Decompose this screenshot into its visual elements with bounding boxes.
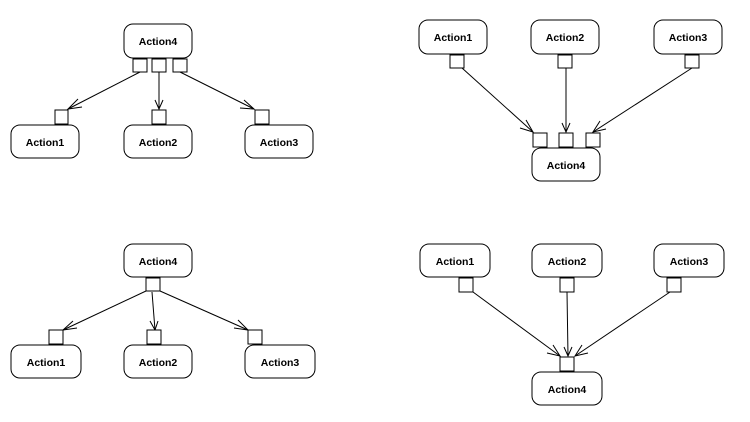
- edge-action3-to-action4: [574, 291, 671, 357]
- action-label: Action2: [139, 137, 178, 149]
- arrowhead: [591, 120, 607, 133]
- output-pin[interactable]: [559, 277, 575, 293]
- output-pin[interactable]: [449, 54, 465, 69]
- output-pin[interactable]: [557, 54, 573, 69]
- edge-action4-to-action2: [151, 291, 156, 331]
- action-node-action1[interactable]: Action1: [10, 344, 82, 379]
- action-label: Action2: [546, 32, 585, 44]
- diagram-join-with-pins: Action1 Action2 Action3 Action4: [418, 19, 723, 182]
- arrowhead: [561, 122, 571, 134]
- arrowhead: [61, 320, 78, 331]
- arrowhead: [573, 344, 589, 357]
- action-node-action1[interactable]: Action1: [10, 124, 80, 159]
- action-label: Action2: [139, 357, 178, 369]
- diagram-fork-with-pins: Action4 Action1 Action2 Action3: [10, 23, 314, 159]
- input-pin[interactable]: [254, 109, 270, 125]
- action-label: Action1: [434, 32, 473, 44]
- edge-action4-to-action3: [159, 290, 249, 331]
- arrowhead: [66, 98, 83, 110]
- action-label: Action4: [139, 256, 178, 268]
- input-pin[interactable]: [247, 329, 263, 345]
- diagram-fork-single-pin: Action4 Action1 Action2 Action3: [10, 243, 316, 379]
- action-node-action4[interactable]: Action4: [123, 243, 193, 278]
- arrowhead: [154, 99, 164, 111]
- action-label: Action1: [26, 137, 65, 149]
- edge-action1-to-action4: [472, 291, 561, 357]
- action-label: Action4: [139, 36, 178, 48]
- action-label: Action3: [260, 137, 299, 149]
- action-label: Action1: [27, 357, 66, 369]
- diagram-join-single-pin: Action1 Action2 Action3 Action4: [419, 243, 725, 406]
- edge-action4-to-action1: [67, 71, 141, 110]
- action-label: Action3: [670, 256, 709, 268]
- input-pin[interactable]: [559, 356, 575, 372]
- action-label: Action1: [436, 256, 475, 268]
- input-pin[interactable]: [532, 132, 548, 148]
- edge-action4-to-action1: [62, 290, 147, 331]
- arrowhead: [563, 346, 573, 358]
- action-node-action4[interactable]: Action4: [531, 371, 603, 406]
- output-pin[interactable]: [458, 277, 474, 293]
- action-label: Action3: [261, 357, 300, 369]
- edge-action2-to-action4: [566, 291, 569, 357]
- edge-action3-to-action4: [592, 67, 693, 133]
- action-node-action4[interactable]: Action4: [531, 147, 601, 182]
- action-node-action2[interactable]: Action2: [123, 344, 193, 379]
- input-pin[interactable]: [585, 132, 601, 148]
- action-node-action3[interactable]: Action3: [653, 19, 723, 55]
- edge-action1-to-action4: [461, 67, 534, 133]
- output-pin[interactable]: [151, 58, 167, 73]
- output-pin[interactable]: [132, 58, 148, 73]
- action-label: Action4: [547, 160, 586, 172]
- arrowhead: [239, 99, 256, 110]
- arrowhead: [546, 344, 562, 357]
- input-pin[interactable]: [48, 329, 64, 345]
- action-node-action3[interactable]: Action3: [244, 124, 314, 159]
- action-node-action3[interactable]: Action3: [244, 344, 316, 379]
- input-pin[interactable]: [151, 109, 167, 125]
- output-pin[interactable]: [684, 54, 700, 69]
- input-pin[interactable]: [54, 109, 69, 125]
- action-node-action3[interactable]: Action3: [653, 243, 725, 278]
- action-node-action1[interactable]: Action1: [419, 243, 491, 278]
- input-pin[interactable]: [558, 132, 574, 148]
- output-pin[interactable]: [145, 277, 161, 292]
- action-node-action2[interactable]: Action2: [530, 19, 600, 55]
- edge-action4-to-action3: [179, 71, 255, 110]
- action-node-action1[interactable]: Action1: [418, 19, 488, 55]
- input-pin[interactable]: [146, 329, 162, 345]
- action-label: Action4: [548, 384, 587, 396]
- action-node-action2[interactable]: Action2: [123, 124, 193, 159]
- output-pin[interactable]: [666, 277, 682, 293]
- output-pin[interactable]: [172, 58, 188, 73]
- action-node-action2[interactable]: Action2: [531, 243, 603, 278]
- action-node-action4[interactable]: Action4: [123, 23, 193, 59]
- action-label: Action3: [669, 32, 708, 44]
- arrowhead: [519, 119, 535, 133]
- action-label: Action2: [548, 256, 587, 268]
